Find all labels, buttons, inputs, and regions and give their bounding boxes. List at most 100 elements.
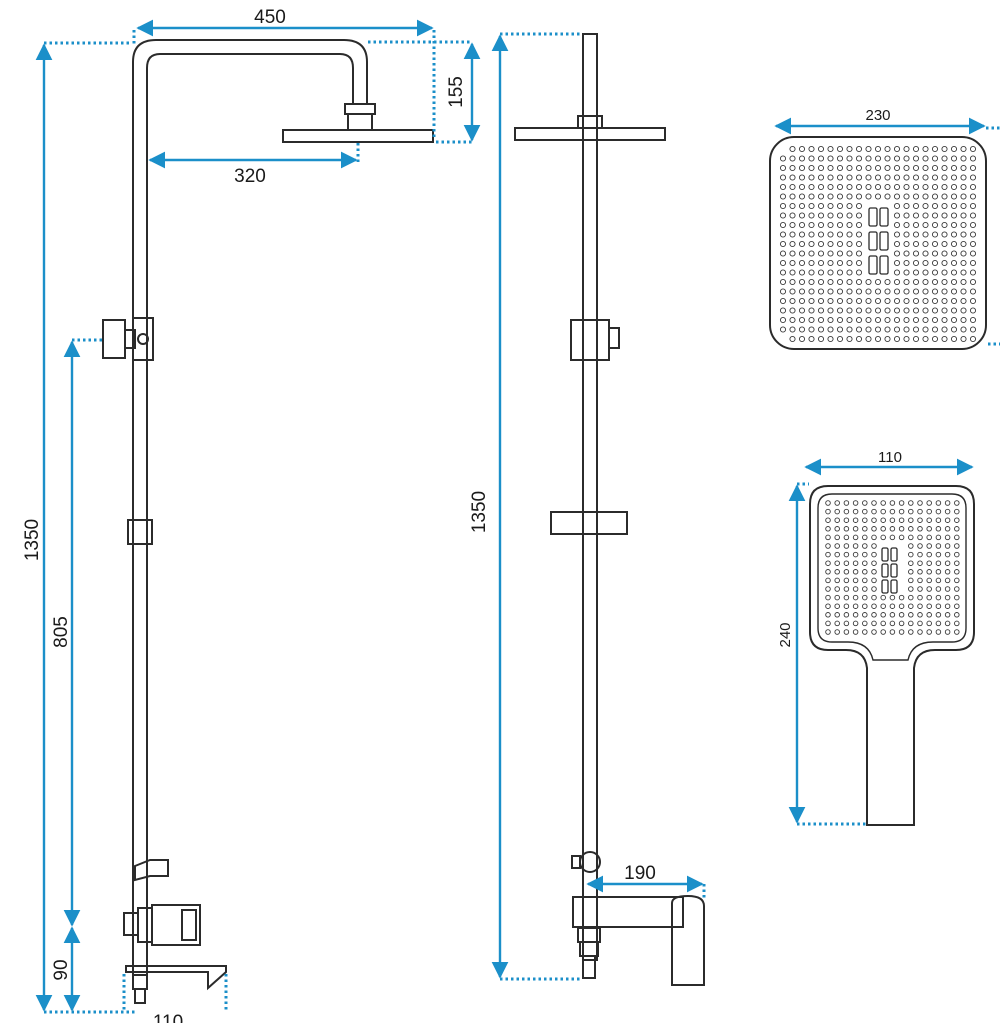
dim-hand-length-ext bbox=[797, 482, 866, 826]
nozzle-dot bbox=[926, 629, 932, 635]
nozzle-dot bbox=[871, 526, 877, 532]
nozzle-dot bbox=[935, 586, 942, 592]
nozzle-dot bbox=[862, 508, 868, 515]
nozzle-dot bbox=[898, 508, 905, 515]
nozzle-dot bbox=[836, 183, 844, 191]
nozzle-dot bbox=[917, 577, 923, 584]
nozzle-dot bbox=[798, 155, 806, 162]
nozzle-dot bbox=[880, 534, 886, 541]
nozzle-dot bbox=[789, 193, 796, 200]
nozzle-dot bbox=[884, 183, 891, 191]
nozzle-dot bbox=[836, 155, 844, 162]
dim-total-height-side-label: 1350 bbox=[22, 519, 43, 561]
nozzle-dot bbox=[871, 500, 877, 506]
nozzle-dot bbox=[908, 543, 914, 549]
nozzle-dot bbox=[950, 278, 958, 286]
nozzle-dot bbox=[798, 202, 806, 210]
nozzle-dot bbox=[834, 508, 840, 515]
nozzle-dot bbox=[969, 250, 977, 257]
nozzle-dot bbox=[874, 316, 882, 324]
nozzle-dot bbox=[935, 603, 942, 609]
nozzle-dot bbox=[798, 183, 806, 191]
nozzle-dot bbox=[825, 603, 831, 609]
nozzle-dot bbox=[903, 240, 910, 248]
nozzle-dot bbox=[808, 297, 815, 305]
nozzle-dot bbox=[779, 297, 787, 305]
nozzle-dot bbox=[852, 560, 859, 566]
nozzle-dot bbox=[941, 145, 948, 153]
nozzle-dot bbox=[944, 577, 951, 584]
nozzle-dot bbox=[893, 221, 901, 229]
nozzle-dot bbox=[917, 594, 923, 601]
nozzle-dot bbox=[871, 594, 877, 601]
nozzle-dot bbox=[889, 612, 896, 618]
nozzle-dot bbox=[836, 250, 844, 257]
nozzle-dot bbox=[798, 259, 806, 267]
side-shower-head bbox=[282, 129, 434, 143]
nozzle-dot bbox=[865, 174, 872, 181]
nozzle-dot bbox=[834, 534, 840, 541]
nozzle-dot bbox=[846, 240, 853, 248]
nozzle-dot bbox=[817, 183, 825, 191]
nozzle-dot bbox=[843, 543, 850, 549]
nozzle-dot bbox=[843, 569, 850, 575]
nozzle-dot bbox=[880, 612, 886, 618]
nozzle-dot bbox=[926, 586, 932, 592]
nozzle-dot bbox=[908, 560, 914, 566]
nozzle-dot bbox=[908, 594, 914, 601]
nozzle-dot bbox=[871, 603, 877, 609]
nozzle-dot bbox=[874, 307, 882, 314]
nozzle-dot bbox=[852, 594, 859, 601]
nozzle-dot bbox=[908, 620, 914, 627]
nozzle-dot bbox=[960, 183, 967, 191]
nozzle-dot bbox=[825, 569, 831, 575]
nozzle-dot bbox=[960, 288, 967, 295]
nozzle-dot bbox=[871, 534, 877, 541]
nozzle-dot bbox=[922, 202, 929, 210]
nozzle-dot bbox=[912, 183, 920, 191]
nozzle-dot bbox=[941, 326, 948, 333]
nozzle-dot bbox=[941, 297, 948, 305]
nozzle-dot bbox=[893, 231, 901, 238]
nozzle-dot bbox=[969, 259, 977, 267]
nozzle-dot bbox=[779, 269, 787, 276]
nozzle-dot bbox=[779, 278, 787, 286]
nozzle-dot bbox=[862, 594, 868, 601]
nozzle-dot bbox=[898, 517, 905, 523]
nozzle-dot bbox=[865, 316, 872, 324]
nozzle-dot bbox=[817, 174, 825, 181]
nozzle-dot bbox=[950, 221, 958, 229]
nozzle-dot bbox=[941, 288, 948, 295]
nozzle-dot bbox=[931, 193, 939, 200]
nozzle-dot bbox=[871, 620, 877, 627]
nozzle-dot bbox=[779, 155, 787, 162]
nozzle-dot bbox=[935, 508, 942, 515]
nozzle-dot bbox=[903, 155, 910, 162]
nozzle-dot bbox=[846, 288, 853, 295]
front-slider bbox=[550, 511, 628, 535]
nozzle-dot bbox=[865, 193, 872, 200]
nozzle-dot bbox=[950, 155, 958, 162]
nozzle-dot bbox=[889, 500, 896, 506]
nozzle-dot bbox=[908, 517, 914, 523]
nozzle-dot bbox=[808, 307, 815, 314]
nozzle-dot bbox=[893, 155, 901, 162]
nozzle-dot bbox=[969, 183, 977, 191]
nozzle-dot bbox=[935, 569, 942, 575]
nozzle-dot bbox=[817, 250, 825, 257]
nozzle-dot bbox=[941, 183, 948, 191]
nozzle-dot bbox=[817, 202, 825, 210]
nozzle-dot bbox=[808, 174, 815, 181]
nozzle-dot bbox=[944, 620, 951, 627]
nozzle-dot bbox=[903, 202, 910, 210]
nozzle-dot bbox=[874, 278, 882, 286]
nozzle-dot bbox=[852, 603, 859, 609]
nozzle-dot bbox=[852, 620, 859, 627]
nozzle-dot bbox=[779, 193, 787, 200]
nozzle-dot bbox=[817, 212, 825, 219]
nozzle-dot bbox=[922, 155, 929, 162]
nozzle-dot bbox=[808, 259, 815, 267]
nozzle-dot bbox=[935, 620, 942, 627]
nozzle-dot bbox=[836, 174, 844, 181]
